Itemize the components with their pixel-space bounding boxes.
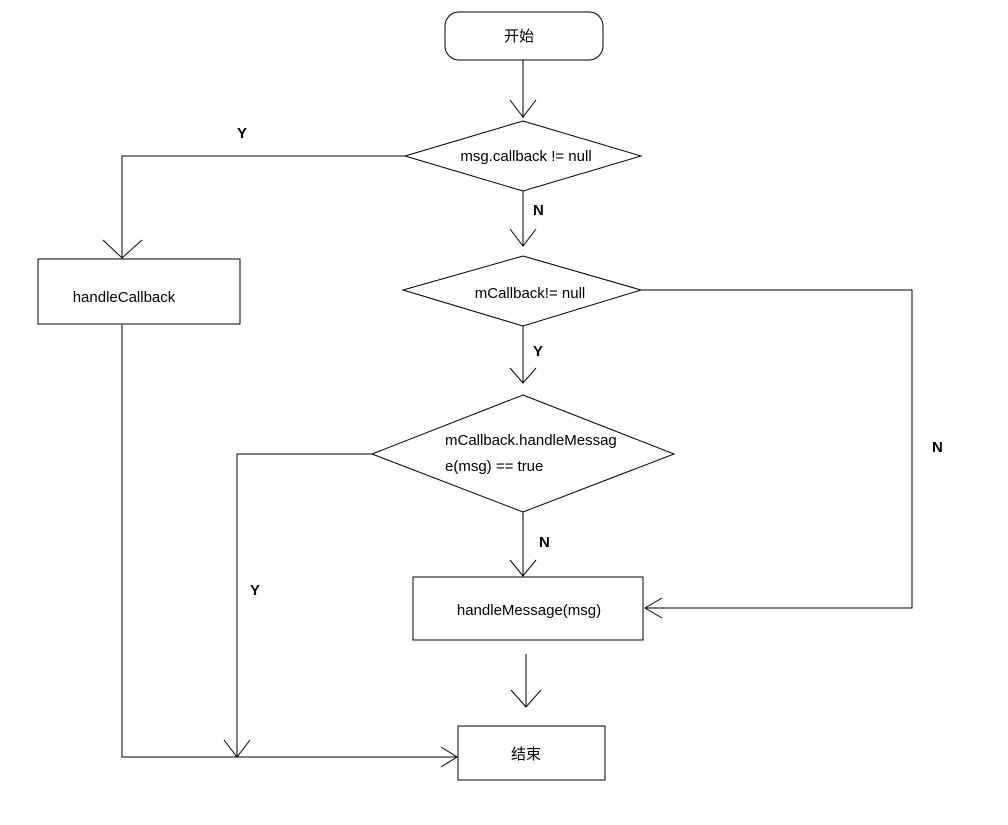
edge-label-cond3-no: N (539, 534, 550, 551)
decision-handle-message-label-line1: mCallback.handleMessag (445, 432, 617, 449)
arrowhead-handlecallback (102, 239, 143, 259)
handle-callback-node (37, 258, 241, 325)
edge-label-cond3-yes: Y (250, 582, 260, 599)
start-node (444, 11, 604, 61)
decision-handle-message-label-line2: e(msg) == true (445, 458, 543, 475)
decision-handle-message (370, 394, 676, 513)
end-node (457, 725, 606, 781)
arrowhead-end-left (440, 746, 458, 768)
start-label: 开始 (504, 28, 534, 45)
connector-cond1-to-handlecallback (121, 155, 405, 258)
connector-handlecallback-to-end (121, 325, 457, 758)
decision-mcallback-label: mCallback!= null (475, 285, 585, 302)
edge-label-cond1-yes: Y (237, 125, 247, 142)
arrowhead-cond2 (509, 228, 537, 247)
edge-label-cond1-no: N (533, 202, 544, 219)
edge-label-cond2-no: N (932, 439, 943, 456)
end-label: 结束 (511, 746, 541, 763)
handle-message-node (412, 576, 644, 641)
arrowhead-cond1 (509, 99, 537, 118)
connector-cond2-to-handlemessage (641, 289, 913, 609)
handle-message-label: handleMessage(msg) (457, 602, 601, 619)
edge-label-cond2-yes: Y (533, 343, 543, 360)
arrowhead-handlemessage-top (509, 559, 537, 577)
connector-cond3-to-end (236, 453, 372, 757)
arrowhead-end-top (510, 689, 542, 708)
arrowhead-handlemessage-right (644, 597, 663, 619)
decision-msg-callback-label: msg.callback != null (460, 148, 591, 165)
handle-callback-label: handleCallback (73, 289, 176, 306)
decision-mcallback (401, 255, 643, 327)
decision-msg-callback (403, 120, 643, 192)
arrowhead-cond3 (509, 367, 537, 384)
